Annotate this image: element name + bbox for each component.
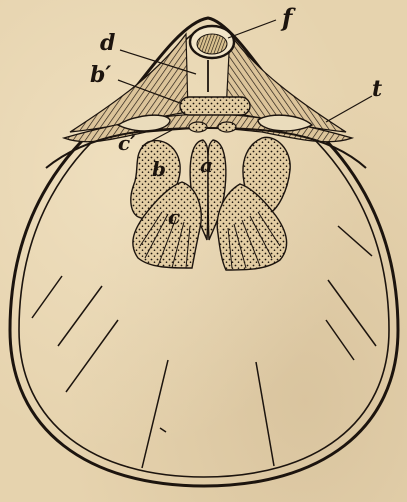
structure-c-prime-right bbox=[218, 122, 236, 132]
label-b-prime: b′ bbox=[90, 62, 111, 88]
label-c-prime: c′ bbox=[118, 131, 136, 155]
cavity-strokes bbox=[32, 226, 376, 468]
structure-c-prime-left bbox=[189, 122, 207, 132]
neural-tube bbox=[190, 26, 234, 58]
label-b: b bbox=[152, 157, 166, 181]
label-a: a bbox=[200, 153, 213, 177]
structure-b-prime bbox=[180, 97, 250, 115]
label-t: t bbox=[372, 76, 382, 102]
label-f: f bbox=[280, 3, 296, 32]
label-d: d bbox=[100, 30, 115, 56]
body-outline bbox=[10, 18, 398, 486]
label-c: c bbox=[168, 205, 180, 229]
